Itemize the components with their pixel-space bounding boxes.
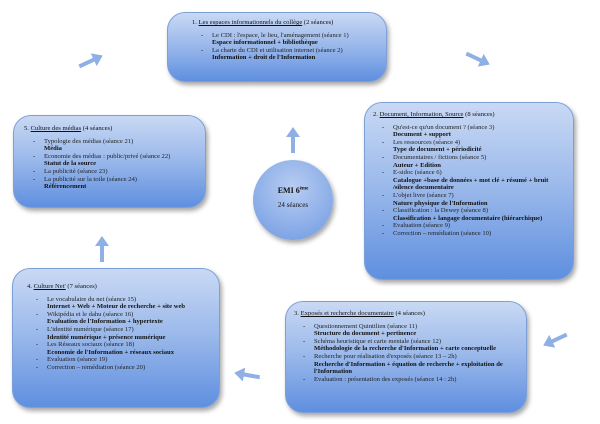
session-list: Le vocabulaire du net (séance 15)Interne…	[27, 296, 213, 372]
session-item: Classification : la Dewey (séance 8)Clas…	[382, 207, 567, 222]
session-item: Evaluation : présentation des exposés (s…	[303, 375, 520, 384]
session-item: E-sidoc (séance 6)Catalogue +base de don…	[382, 169, 567, 192]
session-item: Qu'est-ce qu'un document ? (séance 3)Doc…	[382, 123, 567, 139]
arrow-icon	[465, 51, 490, 67]
module-4-box: 4. Culture Net' (7 séances) Le vocabulair…	[12, 268, 220, 408]
session-item: La publicité sur la toile (séance 24)Réf…	[33, 175, 199, 191]
session-keywords: Structure du document + pertinence	[314, 330, 417, 338]
session-item: Typologie des médias (séance 21)Média	[33, 137, 199, 153]
session-keywords: Type de document + périodicité	[393, 146, 482, 154]
session-list: Qu'est-ce qu'un document ? (séance 3)Doc…	[373, 124, 567, 238]
session-name: Le vocabulaire du net (séance 15)	[47, 295, 137, 303]
center-subtitle: 24 séances	[277, 201, 309, 209]
session-keywords: Référencement	[44, 183, 87, 191]
session-name: Evaluation (séance 19)	[47, 356, 108, 364]
session-item: L'identité numérique (séance 17)Identité…	[36, 325, 213, 341]
session-item: Documentaires / fictions (séance 5)Auteu…	[382, 153, 567, 169]
session-name: Classification : la Dewey (séance 8)	[393, 207, 489, 215]
session-name: E-sidoc (séance 6)	[393, 169, 442, 177]
session-item: Questionnement Quintilien (séance 11)Str…	[303, 322, 520, 338]
session-list: Le CDI : l'espace, le lieu, l'aménagemen…	[192, 32, 376, 62]
session-item: Les ressources (séance 4)Type de documen…	[382, 138, 567, 154]
session-keywords: Catalogue +base de données + mot clé + r…	[393, 176, 549, 192]
session-name: L'identité numérique (séance 17)	[47, 325, 134, 333]
session-item: L'objet livre (séance 7)Nature physique …	[382, 191, 567, 207]
session-keywords: Classification + langage documentaire (h…	[393, 214, 543, 222]
session-item: La charte du CDI et utilisation internet…	[201, 46, 376, 62]
session-keywords: Identité numérique + présence numérique	[47, 333, 166, 341]
session-item: Correction – remédiation (séance 10)	[382, 229, 567, 238]
module-1-box: 1. Les espaces informationnels du collèg…	[167, 12, 387, 82]
session-keywords: Nature physique de l'Information	[393, 199, 488, 207]
session-keywords: Recherche d'Information + équation de re…	[314, 360, 503, 376]
session-name: Le CDI : l'espace, le lieu, l'aménagemen…	[212, 31, 349, 39]
session-name: Correction – remédiation (séance 10)	[393, 229, 492, 237]
session-name: La publicité (séance 23)	[44, 167, 108, 175]
session-name: La publicité sur la toile (séance 24)	[44, 175, 138, 183]
session-keywords: Information + droit de l'Information	[212, 54, 316, 62]
session-name: Qu'est-ce qu'un document ? (séance 3)	[393, 123, 495, 131]
session-item: Wikipédia et le dahu (séance 16)Evaluati…	[36, 310, 213, 326]
session-item: Economie des médias : public/privé (séan…	[33, 152, 199, 168]
session-name: Evaluation : présentation des exposés (s…	[314, 375, 457, 383]
session-keywords: Média	[44, 145, 62, 153]
session-name: Correction – remédiation (séance 20)	[47, 363, 146, 371]
module-3-box: 3. Exposés et recherche documentaire (4 …	[285, 301, 527, 413]
arrow-icon	[286, 127, 300, 153]
module-title: 1. Les espaces informationnels du collèg…	[192, 19, 334, 26]
module-title: 2. Document, Information, Source (8 séan…	[373, 111, 495, 118]
session-name: Les Réseaux sociaux (séance 18)	[47, 341, 135, 349]
session-keywords: Méthodologie de la recherche d'Informati…	[314, 345, 497, 353]
center-circle: EMI 6ème 24 séances	[253, 160, 333, 240]
session-name: Les ressources (séance 4)	[393, 138, 461, 146]
session-keywords: Statut de la source	[44, 160, 97, 168]
session-keywords: Auteur + Edition	[393, 161, 441, 169]
session-name: Schéma heuristique et carte mentale (séa…	[314, 337, 442, 345]
session-name: Typologie des médias (séance 21)	[44, 137, 134, 145]
session-keywords: Internet + Web + Moteur de recherche + s…	[47, 303, 186, 311]
module-title: 3. Exposés et recherche documentaire (4 …	[294, 310, 425, 317]
arrow-icon	[234, 367, 261, 382]
session-keywords: Espace informationnel + bibliothèque	[212, 39, 318, 47]
module-5-box: 5. Culture des médias (4 séances) Typolog…	[13, 115, 206, 208]
session-name: L'objet livre (séance 7)	[393, 191, 454, 199]
session-keywords: Economie de l'Information + réseaux soci…	[47, 348, 175, 356]
module-2-box: 2. Document, Information, Source (8 séan…	[364, 102, 574, 280]
session-item: Le CDI : l'espace, le lieu, l'aménagemen…	[201, 31, 376, 47]
module-title: 4. Culture Net' (7 séances)	[27, 283, 97, 290]
session-item: Evaluation (séance 19)	[36, 356, 213, 364]
session-item: Les Réseaux sociaux (séance 18)Economie …	[36, 341, 213, 356]
module-title: 5. Culture des médias (4 séances)	[24, 125, 113, 132]
session-list: Questionnement Quintilien (séance 11)Str…	[294, 323, 520, 384]
center-title: EMI 6ème	[277, 186, 309, 195]
session-keywords: Evaluation de l'Information + hypertexte	[47, 318, 163, 326]
session-name: Wikipédia et le dahu (séance 16)	[47, 310, 134, 318]
session-item: La publicité (séance 23)	[33, 167, 199, 176]
arrow-icon	[543, 332, 568, 348]
session-item: Recherche pour réalisation d'exposés (sé…	[303, 352, 520, 376]
session-name: La charte du CDI et utilisation internet…	[212, 46, 343, 54]
session-item: Le vocabulaire du net (séance 15)Interne…	[36, 295, 213, 311]
arrow-icon	[78, 53, 103, 69]
session-item: Schéma heuristique et carte mentale (séa…	[303, 337, 520, 353]
session-name: Documentaires / fictions (séance 5)	[393, 153, 487, 161]
session-name: Questionnement Quintilien (séance 11)	[314, 322, 418, 330]
session-keywords: Document + support	[393, 131, 451, 139]
session-item: Correction – remédiation (séance 20)	[36, 363, 213, 372]
session-item: Evaluation (séance 9)	[382, 222, 567, 230]
session-name: Recherche pour réalisation d'exposés (sé…	[314, 352, 457, 360]
session-name: Economie des médias : public/privé (séan…	[44, 152, 171, 160]
arrow-icon	[95, 236, 109, 262]
session-list: Typologie des médias (séance 21)MédiaEco…	[24, 138, 199, 191]
session-name: Evaluation (séance 9)	[393, 222, 451, 230]
